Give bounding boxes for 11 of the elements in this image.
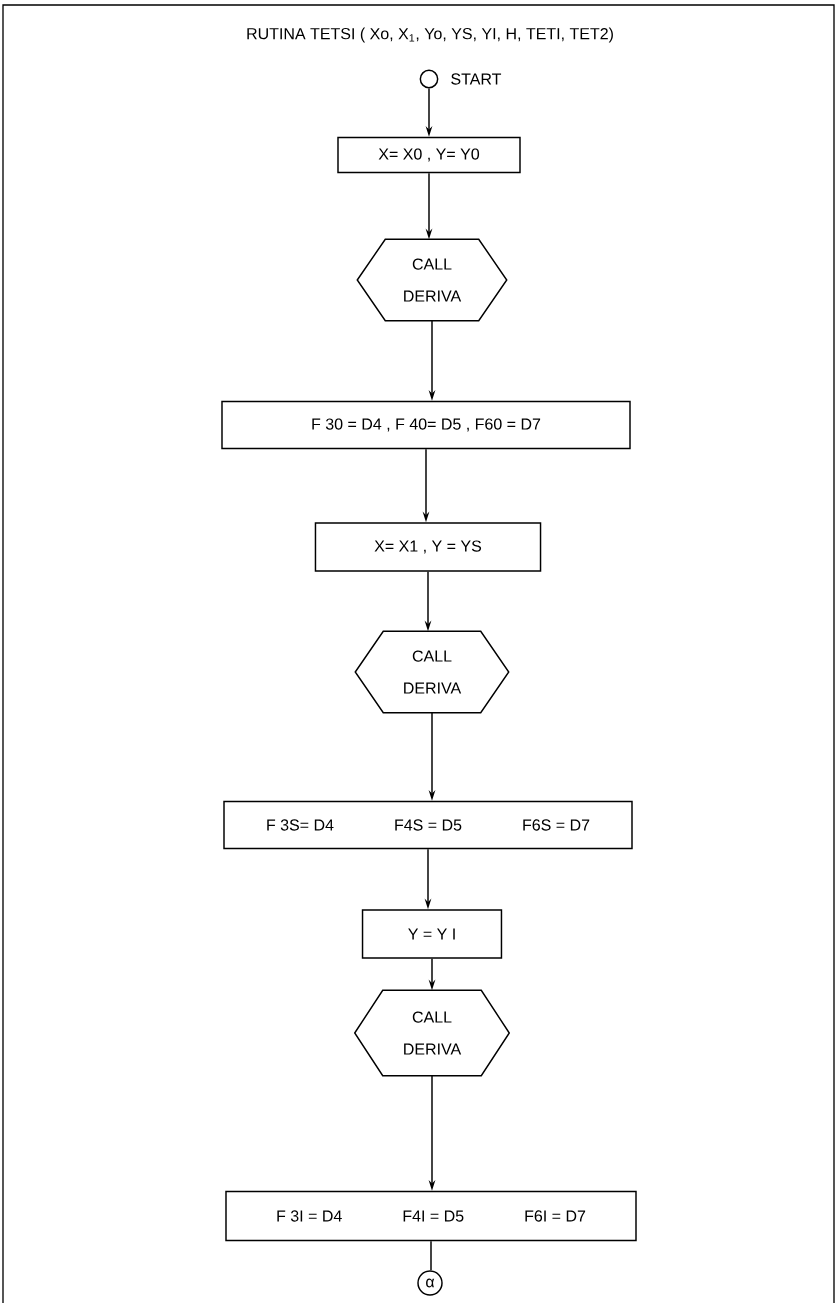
call-hexagon: CALL DERIVA (354, 630, 510, 714)
process-box: F 30 = D4 , F 40= D5 , F60 = D7 (221, 400, 631, 450)
process-box: X= X0 , Y= Y0 (337, 136, 521, 174)
process-box: Y = Y I (361, 909, 503, 959)
title: RUTINA TETSI ( Xo, X$_{1}$, Yo, YS, YI, H, TETI, TET2) (247, 27, 613, 43)
process-box: F 3S= D4 F4S = D5 F6S = D7 (223, 800, 633, 850)
process-box: F 3I = D4 F4I = D5 F6I = D7 (225, 1190, 637, 1242)
start-label: START (451, 73, 502, 85)
connector-circle (419, 69, 439, 89)
process-box: X= X1 , Y = YS (314, 522, 542, 572)
call-hexagon: CALL DERIVA (356, 238, 508, 322)
